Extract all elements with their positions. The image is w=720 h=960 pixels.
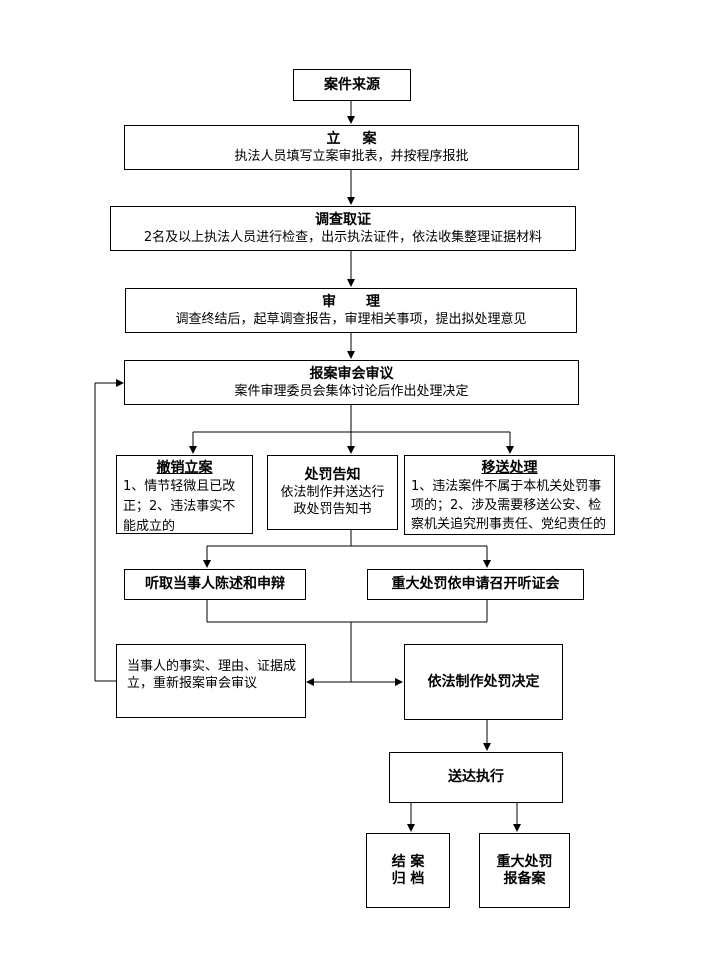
node-decision: 依法制作处罚决定: [404, 644, 563, 720]
node-archive: 结 案 归 档: [366, 833, 450, 908]
transfer-title: 移送处理: [481, 460, 538, 476]
notice-title: 处罚告知: [304, 467, 361, 483]
node-notice: 处罚告知 依法制作并送达行政处罚告知书: [267, 455, 398, 530]
committee-title: 报案审会审议: [309, 365, 394, 382]
review-title: 审理: [322, 293, 410, 310]
hearing-title: 重大处罚依申请召开听证会: [391, 576, 560, 592]
filing-desc: 执法人员填写立案审批表，并按程序报批: [234, 148, 469, 164]
transfer-desc: 1、违法案件不属于本机关处罚事项的；2、涉及需要移送公安、检察机关追究刑事责任、…: [411, 479, 607, 532]
committee-desc: 案件审理委员会集体讨论后作出处理决定: [234, 383, 469, 399]
archive-line2: 归 档: [391, 870, 425, 887]
node-revoke: 撤销立案 1、情节轻微且已改正；2、违法事实不能成立的: [116, 455, 253, 534]
report-line2: 报备案: [503, 870, 546, 887]
delivery-title: 送达执行: [448, 769, 504, 785]
report-line1: 重大处罚: [496, 853, 553, 870]
node-transfer: 移送处理 1、违法案件不属于本机关处罚事项的；2、涉及需要移送公安、检察机关追究…: [404, 455, 615, 535]
archive-line1: 结 案: [391, 853, 425, 870]
node-hearing: 重大处罚依申请召开听证会: [367, 569, 584, 600]
node-case-source: 案件来源: [293, 69, 411, 101]
revoke-desc: 1、情节轻微且已改正；2、违法事实不能成立的: [123, 479, 236, 534]
node-filing: 立案 执法人员填写立案审批表，并按程序报批: [124, 125, 579, 170]
node-review: 审理 调查终结后，起草调查报告，审理相关事项，提出拟处理意见: [125, 288, 577, 333]
case-source-title: 案件来源: [324, 76, 380, 93]
rereview-desc: 当事人的事实、理由、证据成立，重新报案审会审议: [127, 659, 297, 691]
node-delivery: 送达执行: [389, 752, 563, 803]
statement-title: 听取当事人陈述和申辩: [145, 576, 285, 592]
node-investigation: 调查取证 2名及以上执法人员进行检查，出示执法证件，依法收集整理证据材料: [110, 206, 576, 251]
review-desc: 调查终结后，起草调查报告，审理相关事项，提出拟处理意见: [175, 311, 527, 327]
decision-title: 依法制作处罚决定: [427, 673, 540, 690]
investigation-title: 调查取证: [315, 211, 371, 228]
node-rereview: 当事人的事实、理由、证据成立，重新报案审会审议: [116, 644, 306, 718]
filing-title: 立案: [326, 130, 399, 147]
investigation-desc: 2名及以上执法人员进行检查，出示执法证件，依法收集整理证据材料: [143, 229, 543, 245]
notice-desc: 依法制作并送达行政处罚告知书: [280, 485, 385, 517]
node-report: 重大处罚 报备案: [479, 833, 570, 908]
node-statement: 听取当事人陈述和申辩: [124, 569, 306, 600]
revoke-title: 撤销立案: [156, 460, 213, 476]
node-committee: 报案审会审议 案件审理委员会集体讨论后作出处理决定: [124, 360, 579, 405]
